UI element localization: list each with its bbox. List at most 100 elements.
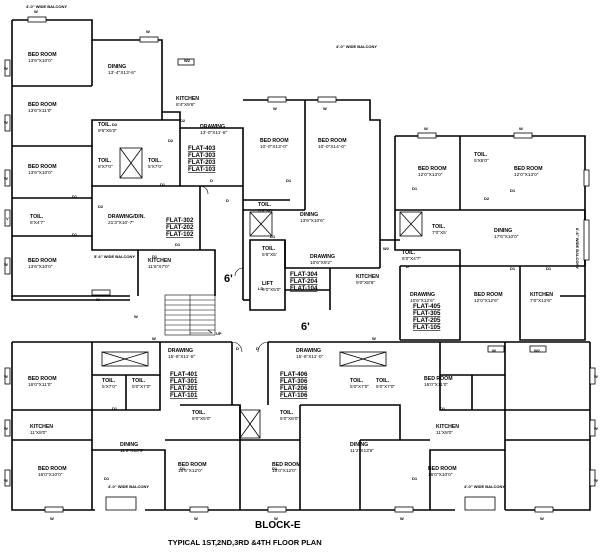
mark-window: W <box>4 66 8 71</box>
room-name-toil: TOIL. <box>262 246 276 252</box>
mark-door1: D1 <box>72 232 78 237</box>
room-dimension: 5'X7'0" <box>102 384 117 390</box>
mark-door1: D1 <box>510 188 516 193</box>
mark-window: W <box>152 336 156 341</box>
room-dimension: 8'4"X9'6" <box>176 102 195 108</box>
room-name-dining: DINING <box>494 228 512 234</box>
room-name-toil: TOIL. <box>280 410 294 416</box>
room-name-toil: TOIL. <box>350 378 364 384</box>
mark-door1: D1 <box>440 406 446 411</box>
corridor-width-upper: 6' <box>224 273 233 285</box>
balcony-label: 4'-0" WIDE BALCONY <box>336 44 377 49</box>
flat-number: FLAT-405 <box>413 303 441 310</box>
room-labels: BED ROOM13'6"X10'0"DINING13'-4"X13'-6"KI… <box>28 52 553 478</box>
room-name-bed-room: BED ROOM <box>418 166 447 172</box>
room-dimension: 13'6"X10'0" <box>28 170 53 176</box>
room-name-toil: TOIL. <box>98 122 112 128</box>
mark-window: W <box>4 176 8 181</box>
mark-door: D <box>210 178 213 183</box>
mark-door2: D2 <box>180 118 186 123</box>
room-name-toil: TOIL. <box>132 378 146 384</box>
mark-door2: D2 <box>168 138 174 143</box>
plan-subtitle: TYPICAL 1ST,2ND,3RD &4TH FLOOR PLAN <box>168 538 322 547</box>
mark-window2: W2 <box>383 246 390 251</box>
mark-door1: D1 <box>152 254 158 259</box>
corridor-width-lower: 6' <box>301 321 310 333</box>
mark-window: W <box>4 426 8 431</box>
mark-window: W <box>96 297 100 302</box>
mark-window: W <box>594 374 598 379</box>
room-dimension: 17'6"X10'0" <box>494 234 519 240</box>
room-name-bed-room: BED ROOM <box>474 292 503 298</box>
mark-window: W <box>594 426 598 431</box>
room-name-toil: TOIL. <box>432 224 446 230</box>
room-dimension: 5'6"X5' <box>262 252 277 258</box>
mark-window: W <box>273 106 277 111</box>
flat-number: FLAT-103 <box>188 166 216 173</box>
flat-number: FLAT-304 <box>290 271 318 278</box>
flat-number: FLAT-205 <box>413 317 441 324</box>
mark-door2: D2 <box>484 196 490 201</box>
window-frames <box>4 16 596 513</box>
room-name-toil: TOIL. <box>148 158 162 164</box>
room-name-bed-room: BED ROOM <box>28 102 57 108</box>
room-dimension: 8'X4'7" <box>30 220 45 226</box>
room-dimension: 16'0"X11'0" <box>28 382 52 388</box>
balcony-label: 6'-6" WIDE BALCONY <box>575 228 580 269</box>
mark-door1: D1 <box>412 476 418 481</box>
flat-number-groups: FLAT-403FLAT-303FLAT-203FLAT-103FLAT-302… <box>26 4 580 489</box>
room-dimension: 13'-0"X11'-8" <box>200 130 228 136</box>
flat-number: FLAT-401 <box>170 371 198 378</box>
mark-ventilator: V <box>6 216 9 221</box>
room-name-kitchen: KITCHEN <box>356 274 379 280</box>
room-name-toil: TOIL. <box>98 158 112 164</box>
room-dimension: 5'X7'0" <box>148 164 163 170</box>
mark-door1: D1 <box>546 266 552 271</box>
mark-door1: D1 <box>104 476 110 481</box>
room-dimension: 5'0"X7'0" <box>350 384 369 390</box>
room-dimension: 16'0"X10'0" <box>38 472 63 478</box>
mark-window2: W2 <box>534 348 541 353</box>
mark-lift-door: LD <box>258 286 263 291</box>
room-dimension: 13'6"X10'6" <box>300 218 325 224</box>
flat-number: FLAT-306 <box>280 378 308 385</box>
room-name-kitchen: KITCHEN <box>30 424 53 430</box>
mark-door1: D1 <box>160 182 166 187</box>
room-name-kitchen: KITCHEN <box>530 292 553 298</box>
mark-door2: D2 <box>112 122 118 127</box>
flat-number: FLAT-406 <box>280 371 308 378</box>
room-dimension: 8'0"X5'0" <box>192 416 211 422</box>
room-dimension: 10'-0"X13'-0" <box>260 144 288 150</box>
mark-window: W <box>323 106 327 111</box>
room-name-kitchen: KITCHEN <box>148 258 171 264</box>
mark-door1: D1 <box>112 406 118 411</box>
mark-window: W <box>4 120 8 125</box>
room-dimension: 8'X7'0" <box>98 164 113 170</box>
room-name-bed-room: BED ROOM <box>428 466 457 472</box>
flat-number: FLAT-302 <box>166 217 194 224</box>
room-dimension: 13'6"X11'0" <box>28 108 52 114</box>
room-name-dining: DINING <box>300 212 318 218</box>
mark-window2: W2 <box>184 58 191 63</box>
room-name-bed-room: BED ROOM <box>28 52 57 58</box>
flat-number: FLAT-106 <box>280 392 308 399</box>
mark-window: W <box>424 126 428 131</box>
room-dimension: 13'6"X10'0" <box>28 58 53 64</box>
room-dimension: 16'0"X11'0" <box>424 382 448 388</box>
mark-window: W <box>594 478 598 483</box>
room-name-drawing-din: DRAWING/DIN. <box>108 214 145 220</box>
room-name-bed-room: BED ROOM <box>28 258 57 264</box>
room-dimension: 9'6"X5'0" <box>98 128 117 134</box>
room-name-kitchen: KITCHEN <box>436 424 459 430</box>
room-name-bed-room: BED ROOM <box>38 466 67 472</box>
mark-window: W <box>146 29 150 34</box>
room-dimension: 11'X8'0" <box>30 430 47 436</box>
mark-door1: D1 <box>72 194 78 199</box>
room-dimension: 5'X8'0" <box>474 158 489 164</box>
mark-window: W <box>274 516 278 521</box>
mark-window: W <box>519 126 523 131</box>
room-dimension: 12'0"X13'0" <box>418 172 443 178</box>
room-dimension: 7'0"X5' <box>432 230 447 236</box>
room-name-toil: TOIL. <box>402 250 416 256</box>
flat-number: FLAT-101 <box>170 392 198 399</box>
